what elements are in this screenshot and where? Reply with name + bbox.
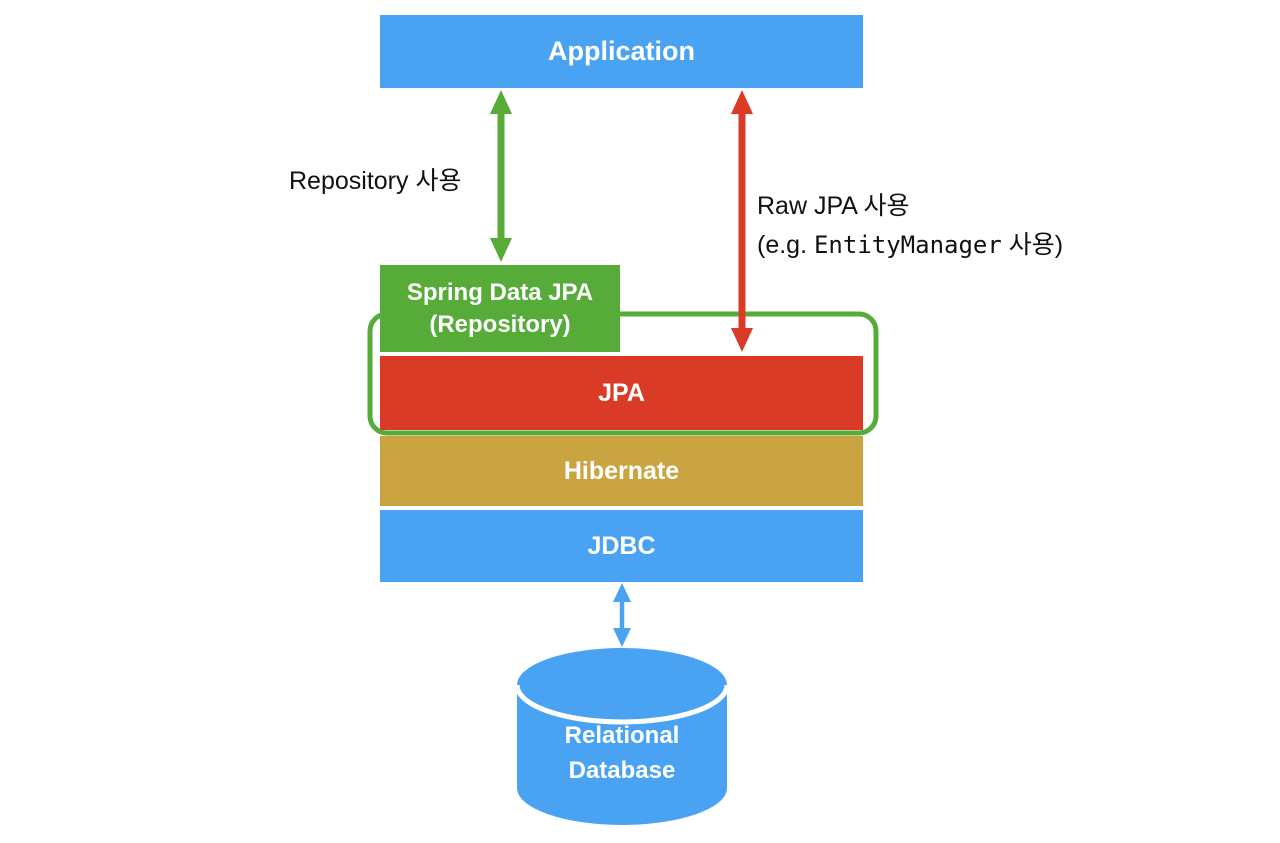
database-label-line1: Relational [564, 722, 680, 749]
arrow-down-head [731, 328, 753, 352]
spring-data-jpa-label-line2: (Repository) [429, 310, 571, 338]
application-box: Application [380, 15, 863, 88]
repository-usage-arrow [490, 90, 512, 262]
jpa-box: JPA [380, 356, 863, 430]
jdbc-database-arrow [613, 583, 631, 647]
application-label: Application [548, 36, 695, 66]
jpa-group-outline [367, 311, 879, 436]
jpa-label: JPA [598, 378, 645, 407]
jdbc-label: JDBC [587, 531, 656, 560]
database-cylinder [514, 648, 730, 825]
hibernate-label: Hibernate [563, 456, 680, 485]
cylinder-seam-line [514, 684, 730, 725]
raw-jpa-usage-suffix: 사용) [1001, 231, 1064, 259]
raw-jpa-usage-line1: Raw JPA 사용 [757, 192, 910, 220]
spring-data-jpa-box: Spring Data JPA (Repository) [380, 265, 620, 352]
arrow-down-head [613, 628, 631, 647]
arrow-up-head [490, 90, 512, 114]
arrow-up-head [731, 90, 753, 114]
arrow-up-head [613, 583, 631, 602]
repository-usage-label: Repository 사용 [289, 167, 462, 195]
raw-jpa-usage-prefix: (e.g. [757, 231, 814, 259]
database-label: Relational Database [517, 718, 727, 788]
hibernate-box: Hibernate [380, 436, 863, 506]
jdbc-box: JDBC [380, 510, 863, 582]
database-label-line2: Database [568, 757, 676, 784]
raw-jpa-usage-arrow [731, 90, 753, 352]
raw-jpa-usage-code: EntityManager [813, 231, 1002, 259]
raw-jpa-usage-label: Raw JPA 사용 (e.g. EntityManager 사용) [757, 187, 1063, 265]
arrow-down-head [490, 238, 512, 262]
raw-jpa-usage-line2: (e.g. EntityManager 사용) [757, 226, 1063, 265]
spring-data-jpa-label-line1: Spring Data JPA [406, 278, 594, 306]
